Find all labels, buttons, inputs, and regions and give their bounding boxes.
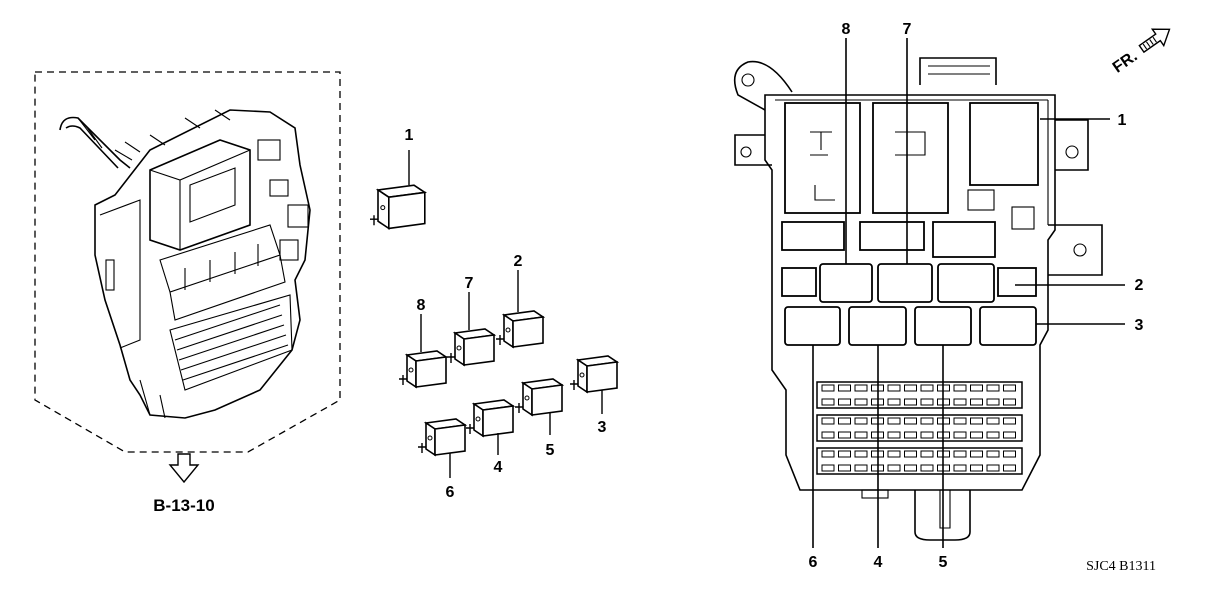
fuse-box-outline-illustration [733,57,1103,541]
reference-arrow-icon [168,453,200,484]
fuse-box-label-2: 2 [1135,277,1144,294]
fuse-box-label-7: 7 [903,21,912,38]
fuse-box-leader-lines [812,38,1125,548]
front-direction-label: FR. [1110,48,1141,77]
fuse-box-label-5: 5 [939,554,948,571]
relay-2-label: 2 [514,253,523,270]
relay-1 [370,184,428,230]
fuse-box-label-1: 1 [1118,112,1127,129]
fuse-box-label-6: 6 [809,554,818,571]
fuse-rows [816,381,1023,475]
relay-4 [466,399,516,438]
relay-1-label: 1 [405,127,414,144]
relay-5 [515,378,565,417]
relay-3-label: 3 [598,419,607,436]
front-direction-arrow-icon: FR. [1110,28,1171,77]
relay-group: 1 2 7 8 3 5 4 6 [370,127,620,501]
relay-8-label: 8 [417,297,426,314]
relay-5-label: 5 [546,442,555,459]
relay-8 [399,350,449,389]
relay-2 [496,310,546,349]
fuse-box-label-4: 4 [874,554,883,571]
relay-6 [418,418,468,457]
diagram-code: SJC4 B1311 [1086,559,1156,574]
fuse-box-label-3: 3 [1135,317,1144,334]
fuse-row-3 [816,447,1023,475]
relay-7-label: 7 [465,275,474,292]
fuse-box-assembly-illustration [34,71,341,453]
fuse-row-2 [816,414,1023,442]
relay-3 [570,355,620,394]
reference-code: B-13-10 [153,496,214,515]
relay-6-label: 6 [446,484,455,501]
relay-7 [447,328,497,367]
fuse-box-label-8: 8 [842,21,851,38]
fuse-row-1 [816,381,1023,409]
relay-4-label: 4 [494,459,503,476]
